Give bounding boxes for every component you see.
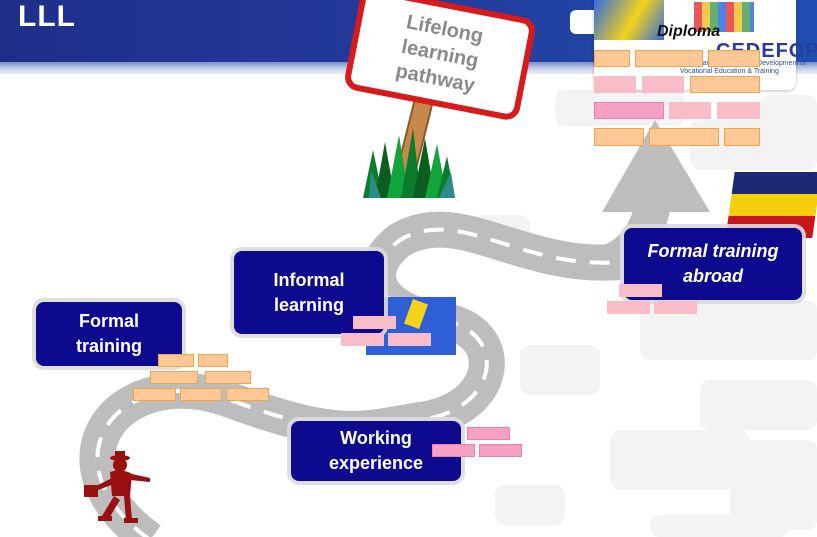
brick <box>388 333 431 346</box>
brick <box>133 388 176 401</box>
sign-text: Lifelong learning pathway <box>393 10 486 97</box>
brick <box>341 333 384 346</box>
diploma-brick <box>594 128 644 146</box>
background-shape <box>520 345 600 395</box>
diploma-brick <box>717 102 760 119</box>
diploma-label: Diploma <box>657 23 721 40</box>
diploma-brick <box>724 128 760 146</box>
diploma-brick <box>649 128 719 146</box>
diploma-brick <box>594 50 630 67</box>
traveller-icon <box>84 451 150 523</box>
road-arrowhead <box>602 120 710 212</box>
brick <box>353 316 396 329</box>
slide-title: LLL <box>18 0 76 33</box>
background-shape <box>495 485 565 525</box>
background-shape <box>650 515 790 537</box>
brick <box>654 301 697 314</box>
brick <box>158 354 194 367</box>
diploma-brick <box>594 102 664 119</box>
diploma-brick <box>669 102 711 119</box>
brick <box>607 301 650 314</box>
brick <box>226 388 269 401</box>
background-shape <box>700 380 817 430</box>
diploma-card <box>594 0 796 90</box>
brick <box>205 371 251 384</box>
brick <box>619 284 662 297</box>
brick <box>467 427 510 440</box>
grass-icon <box>363 88 455 198</box>
stage-formal-training: Formal training <box>36 302 182 366</box>
diploma-brick <box>690 76 760 93</box>
brick <box>198 354 228 367</box>
brick <box>432 444 475 457</box>
diploma-brick <box>642 76 684 93</box>
brick <box>479 444 522 457</box>
brick <box>180 388 222 401</box>
diploma-brick <box>635 50 703 67</box>
diploma-brick <box>594 76 636 93</box>
brick <box>150 371 198 384</box>
background-shape <box>610 430 750 490</box>
diploma-brick <box>708 50 760 67</box>
background-shape <box>760 95 817 155</box>
